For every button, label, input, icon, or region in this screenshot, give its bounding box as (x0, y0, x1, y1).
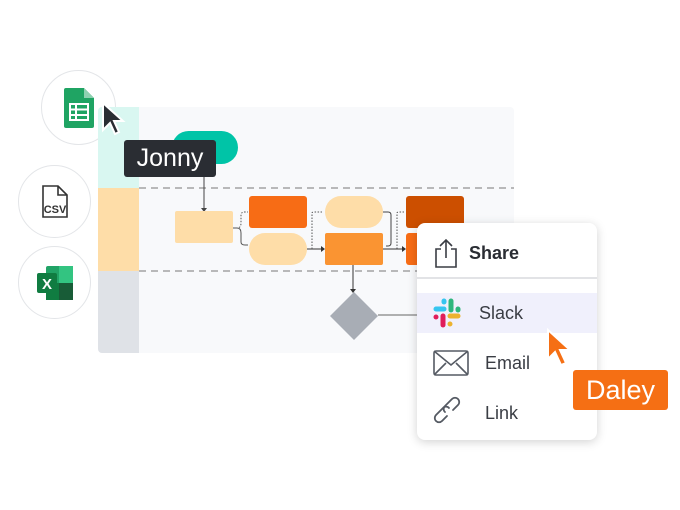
process-box (249, 196, 307, 228)
google-sheets-icon (63, 87, 94, 128)
envelope-icon (433, 350, 469, 376)
link-label: Link (485, 402, 519, 423)
slack-label: Slack (479, 302, 524, 323)
share-icon (435, 238, 457, 268)
process-box (325, 233, 383, 265)
process-box (175, 211, 233, 243)
excel-icon: X (36, 265, 73, 300)
jonny-cursor-icon (102, 100, 126, 136)
share-item-slack[interactable]: Slack (417, 293, 597, 333)
svg-text:X: X (41, 276, 51, 293)
daley-cursor-icon (547, 327, 573, 367)
decision-diamond (330, 292, 378, 340)
divider (417, 277, 597, 279)
share-item-email[interactable]: Email (417, 343, 597, 383)
csv-label: CSV (43, 204, 66, 216)
share-item-link[interactable]: Link (417, 393, 597, 433)
excel-button[interactable]: X (18, 246, 91, 319)
lane-header-peach (98, 188, 139, 271)
link-icon (433, 396, 461, 424)
slack-icon (433, 298, 461, 328)
process-box (406, 196, 464, 228)
collaborator-tag-jonny: Jonny (124, 140, 216, 177)
share-menu: Share Slack Email Link (417, 223, 597, 440)
share-title: Share (469, 242, 520, 263)
collaborator-tag-daley: Daley (573, 370, 668, 410)
terminal-box (249, 233, 307, 265)
terminal-box (325, 196, 383, 228)
email-label: Email (485, 352, 531, 373)
lane-header-gray (98, 271, 139, 353)
csv-file-icon: CSV (41, 184, 68, 218)
csv-button[interactable]: CSV (18, 165, 91, 238)
share-header: Share (417, 231, 597, 275)
